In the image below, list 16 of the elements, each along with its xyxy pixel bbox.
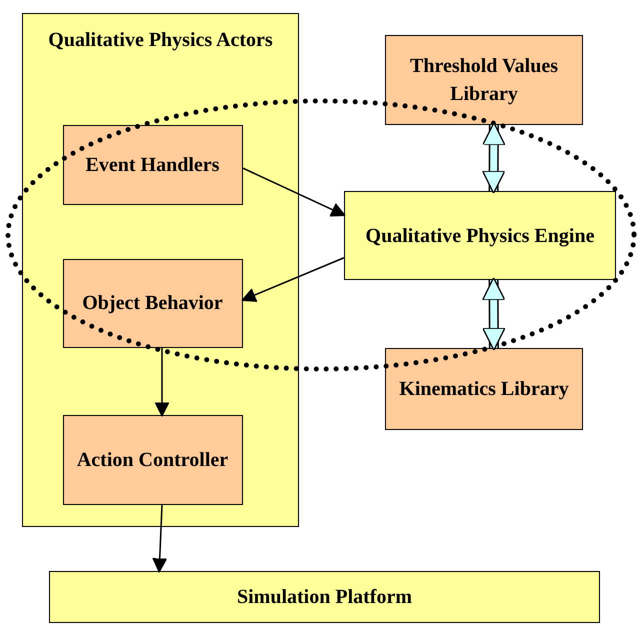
box-label: Threshold Values Library — [408, 54, 560, 107]
box-label: Kinematics Library — [398, 377, 570, 402]
box-label: Qualitative Physics Engine — [364, 224, 596, 248]
library-box — [385, 35, 583, 125]
process-box — [62, 414, 242, 504]
box-label: Event Handlers — [84, 152, 220, 178]
process-box — [62, 258, 242, 348]
box-label: Object Behavior — [81, 291, 224, 316]
group-panel — [22, 13, 299, 527]
box-label: Qualitative Physics Actors — [47, 28, 274, 53]
library-box — [385, 348, 583, 430]
platform-box — [49, 571, 600, 623]
process-box — [62, 124, 242, 204]
box-label: Simulation Platform — [236, 585, 413, 610]
box-label: Action Controller — [76, 448, 230, 472]
engine-box — [344, 191, 616, 280]
